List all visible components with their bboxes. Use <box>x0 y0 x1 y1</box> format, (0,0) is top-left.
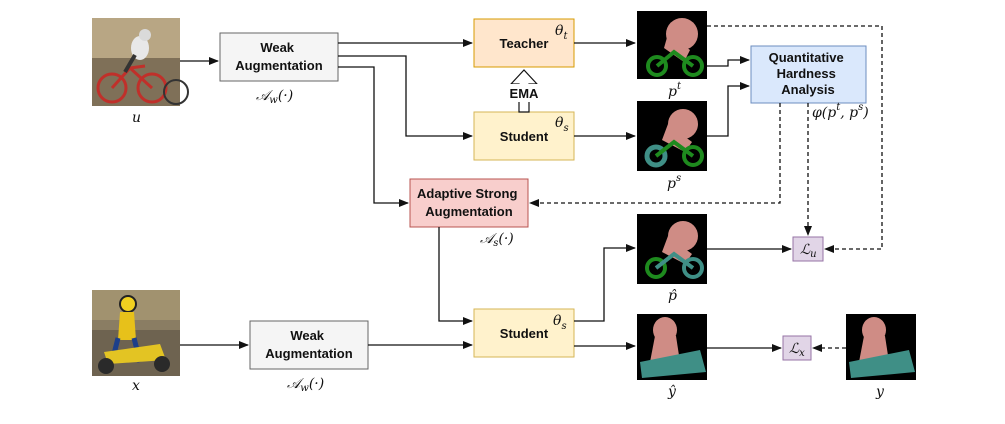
student-top-box: Student θs <box>473 111 575 161</box>
loss-x-box: ℒx <box>782 335 812 361</box>
mask-y-ground-truth <box>846 314 916 380</box>
image-u-cyclist <box>92 18 189 106</box>
edge-pt-to-lu <box>707 25 883 253</box>
teacher-label: Teacher <box>500 36 549 51</box>
weak-augmentation-bottom-box: Weak Augmentation <box>249 320 369 370</box>
mask-p-teacher <box>637 11 707 79</box>
pt-label: pt <box>668 81 682 100</box>
x-label: x <box>132 378 140 394</box>
ema-label: EMA <box>510 86 540 101</box>
edge-student-to-phat <box>574 244 636 322</box>
quantitative-hardness-analysis-box: Quantitative Hardness Analysis <box>750 45 867 104</box>
edge-weak-to-asa <box>338 66 409 207</box>
weak-augmentation-bottom-label: Weak Augmentation <box>265 328 352 361</box>
phat-label: p̂ <box>668 288 677 304</box>
aw-bottom-label: 𝒜w(·) <box>287 376 324 394</box>
edge-weak-to-student <box>338 55 473 140</box>
u-label: u <box>132 110 141 126</box>
edges <box>180 25 883 352</box>
yhat-label: ŷ <box>667 383 677 400</box>
aw-top-label: 𝒜w(·) <box>256 88 293 106</box>
edge-qha-to-asa <box>529 103 781 207</box>
mask-y-hat <box>637 314 707 380</box>
y-label: y <box>875 384 885 400</box>
edge-ps-to-qha <box>707 82 750 137</box>
teacher-box: Teacher θt <box>473 18 575 68</box>
mask-p-student <box>637 101 707 171</box>
adaptive-strong-augmentation-box: Adaptive Strong Augmentation <box>409 178 529 228</box>
student-bottom-label: Student <box>500 326 549 341</box>
edge-pt-to-qha <box>707 56 750 67</box>
loss-u-box: ℒu <box>792 236 824 262</box>
image-x-motocross <box>92 290 180 376</box>
qha-label: Quantitative Hardness Analysis <box>769 50 848 97</box>
weak-augmentation-top-label: Weak Augmentation <box>235 40 322 73</box>
as-label: 𝒜s(·) <box>480 231 514 249</box>
mask-p-hat <box>637 214 707 284</box>
ema-arrow: EMA <box>503 69 545 113</box>
weak-augmentation-top-box: Weak Augmentation <box>219 32 339 82</box>
student-top-label: Student <box>500 129 549 144</box>
ps-label: ps <box>667 173 681 192</box>
phi-label: φ(pt, ps) <box>812 102 869 121</box>
edge-asa-to-student-bottom <box>438 227 473 325</box>
student-bottom-box: Student θs <box>473 308 575 358</box>
asa-label: Adaptive Strong Augmentation <box>417 186 521 219</box>
